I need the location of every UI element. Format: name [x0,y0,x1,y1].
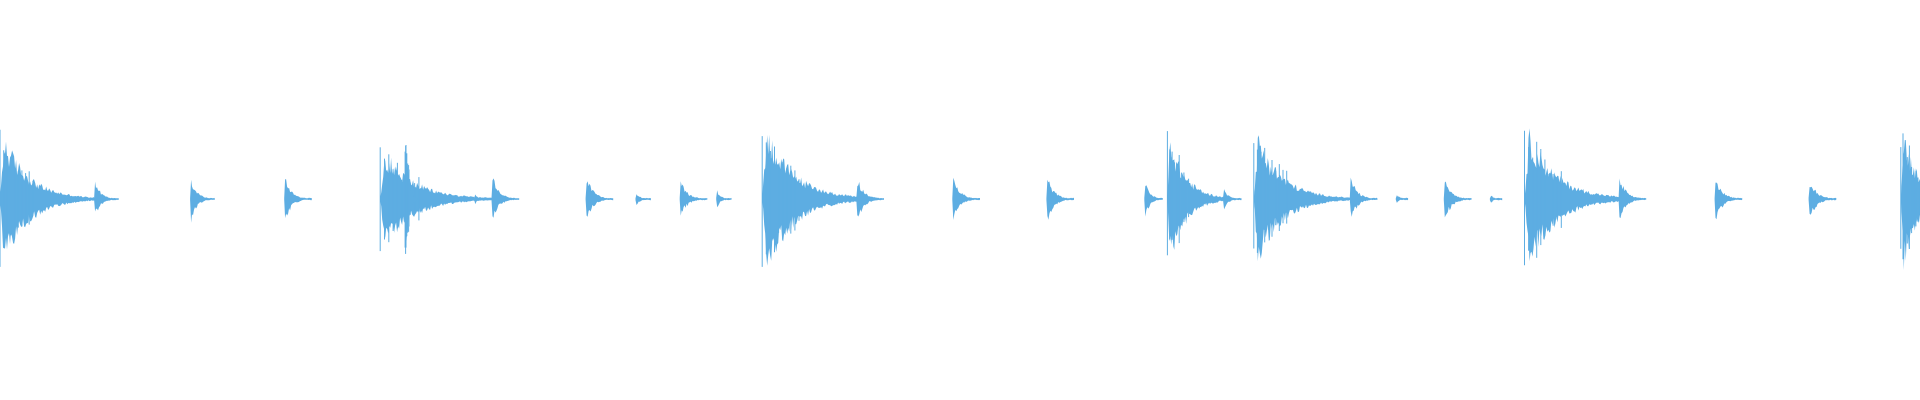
waveform-transient [952,177,980,220]
waveform-transient [761,134,879,267]
waveform-transient [716,190,732,208]
waveform-transient [491,178,520,218]
transient-envelope [1900,140,1920,271]
transient-envelope [1489,195,1503,203]
waveform-transient [94,181,119,212]
transient-envelope [1167,142,1235,250]
waveform-transient [1524,128,1642,266]
transient-envelope [1046,179,1074,220]
transient-envelope [491,178,520,218]
waveform-transient [1253,135,1359,262]
waveform-transient [1395,195,1409,203]
waveform-transient [1714,182,1743,220]
transient-envelope [952,177,980,220]
transient-envelope [1349,177,1378,217]
waveform-transient [1443,181,1472,218]
waveform-transient [1166,131,1235,256]
waveform-transient [474,194,484,205]
waveform-transient [1808,186,1837,215]
transient-envelope [474,194,484,205]
transient-envelope [94,181,119,212]
transient-envelope [1618,178,1647,219]
waveform-transient [585,181,614,217]
transient-envelope [585,181,614,217]
transient-envelope [0,141,105,250]
transient-envelope [1223,189,1242,210]
waveform-transient [1144,185,1163,217]
transient-envelope [635,194,651,205]
waveform-transient [379,147,503,252]
waveform-transient [0,129,105,267]
waveform-transient [190,179,215,223]
waveform-transient [856,181,884,217]
waveform-transient [635,194,651,205]
transient-envelope [1443,181,1472,218]
waveform-transient [284,179,312,219]
transient-envelope [679,181,708,216]
transient-envelope [380,157,503,238]
waveform-transient [1223,189,1242,210]
transient-envelope [190,179,215,223]
transient-envelope [284,179,312,219]
waveform-transient [404,145,418,254]
transient-envelope [1714,182,1743,220]
transient-envelope [1144,185,1163,217]
transient-envelope [716,190,732,208]
transient-envelope [856,181,884,217]
transient-envelope [1808,186,1837,215]
waveform-transient [1618,178,1647,219]
transient-envelope [762,134,879,266]
waveform-transient [1046,179,1074,220]
waveform-transient [679,181,708,216]
waveform-transient [1489,195,1503,203]
transient-envelope [1524,128,1642,262]
transient-envelope [1395,195,1409,203]
waveform-transient [1349,177,1378,217]
waveform-transient [1900,133,1920,271]
transient-envelope [1253,135,1359,262]
